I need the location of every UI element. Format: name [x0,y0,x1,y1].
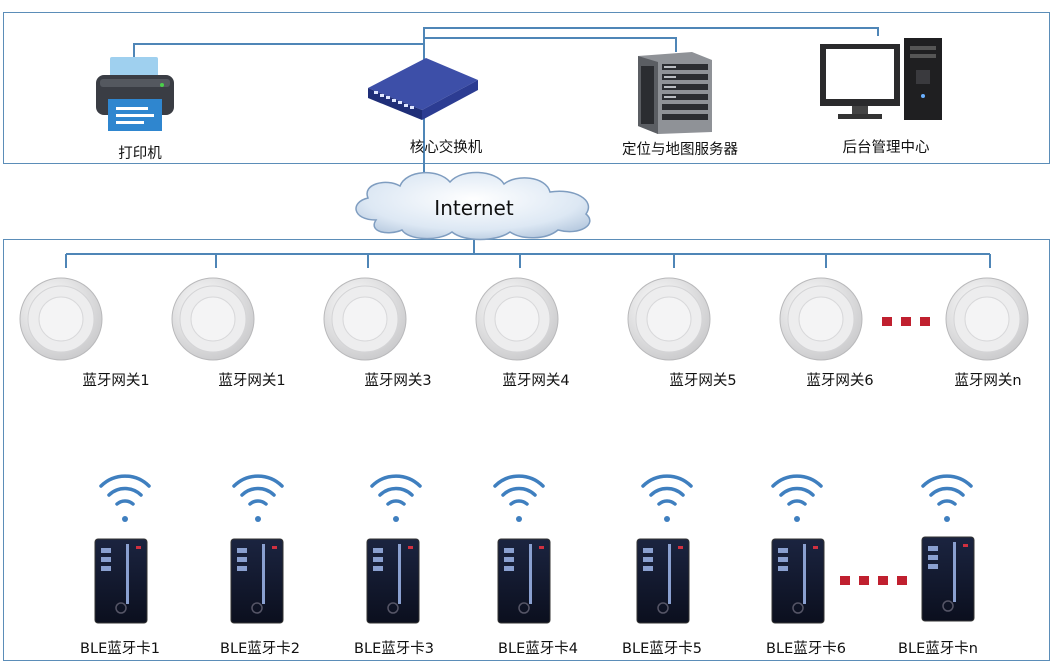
gateway-label: 蓝牙网关5 [669,373,737,389]
ble-gateway-icon [474,276,560,362]
network-switch-icon [364,54,482,124]
bluetooth-network-frame [3,239,1050,661]
ble-gateway-icon [322,276,408,362]
ble-card-icon [636,538,690,624]
wifi-signal-icon [99,474,151,522]
card-label: BLE蓝牙卡4 [498,641,578,657]
ble-card-icon [366,538,420,624]
ble-card-icon [771,538,825,624]
card-label: BLE蓝牙卡5 [622,641,702,657]
wifi-signal-icon [232,474,284,522]
card-label: BLE蓝牙卡2 [220,641,300,657]
ble-gateway-icon [778,276,864,362]
ble-card-icon [921,536,975,622]
wifi-signal-icon [921,474,973,522]
wifi-signal-icon [771,474,823,522]
internet-cloud-icon [355,171,591,241]
card-label: BLE蓝牙卡6 [766,641,846,657]
wifi-signal-icon [493,474,545,522]
card-ellipsis [840,576,907,585]
ble-gateway-icon [944,276,1030,362]
ble-card-icon [230,538,284,624]
printer-label: 打印机 [118,146,162,162]
printer-icon [92,55,178,133]
desktop-computer-icon [818,36,944,122]
top-network-frame [3,12,1050,164]
server-rack-icon [636,50,714,134]
ble-gateway-icon [18,276,104,362]
gateway-label: 蓝牙网关6 [806,373,874,389]
gateway-label: 蓝牙网关1 [218,373,286,389]
admin-label: 后台管理中心 [842,140,930,156]
card-label: BLE蓝牙卡n [898,641,978,657]
internet-label: Internet [434,196,514,220]
server-label: 定位与地图服务器 [622,142,738,158]
card-label: BLE蓝牙卡3 [354,641,434,657]
gateway-label: 蓝牙网关n [954,373,1022,389]
ble-card-icon [94,538,148,624]
switch-label: 核心交换机 [409,140,483,156]
card-label: BLE蓝牙卡1 [80,641,160,657]
gateway-label: 蓝牙网关3 [364,373,432,389]
ble-gateway-icon [626,276,712,362]
ble-card-icon [497,538,551,624]
ble-gateway-icon [170,276,256,362]
wifi-signal-icon [370,474,422,522]
wifi-signal-icon [641,474,693,522]
gateway-label: 蓝牙网关1 [82,373,150,389]
gateway-label: 蓝牙网关4 [502,373,570,389]
gateway-ellipsis [882,317,930,326]
